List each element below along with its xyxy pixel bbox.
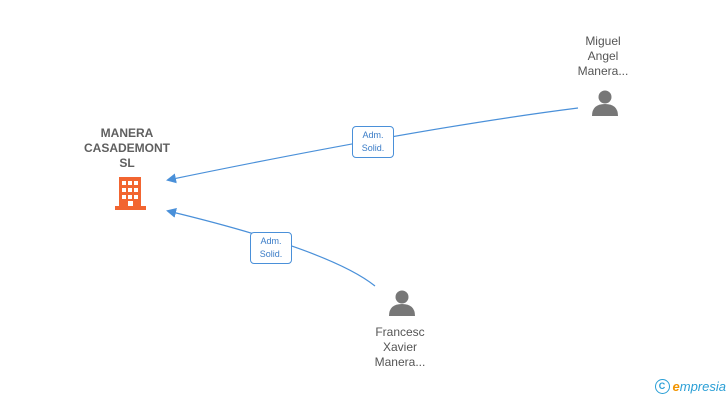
company-label-line: SL [119, 156, 135, 170]
edge-role-badge: Adm. Solid. [250, 232, 292, 264]
company-label-line: CASADEMONT [84, 141, 170, 155]
person-label-line: Angel [587, 49, 619, 63]
person-label-line: Miguel [585, 34, 621, 48]
building-icon[interactable] [115, 177, 146, 210]
company-label[interactable]: MANERA CASADEMONT SL [72, 126, 182, 171]
brand-logo: empresia [673, 379, 726, 394]
edge-role-line: Adm. [260, 236, 282, 246]
edge-role-line: Adm. [362, 130, 384, 140]
person-label-line: Francesc [375, 325, 425, 339]
person-label-line: Manera... [374, 355, 426, 369]
person-icon[interactable] [592, 90, 618, 117]
edge-role-line: Solid. [259, 249, 283, 259]
person-icon[interactable] [389, 290, 415, 317]
edge-miguel-to-company[interactable] [166, 107, 579, 184]
edge-role-badge: Adm. Solid. [352, 126, 394, 158]
person-label-francesc[interactable]: Francesc Xavier Manera... [345, 325, 455, 370]
edge-francesc-to-company[interactable] [166, 208, 376, 287]
footer-brand[interactable]: C empresia [654, 378, 726, 394]
person-label-miguel[interactable]: Miguel Angel Manera... [548, 34, 658, 79]
person-label-line: Manera... [577, 64, 629, 78]
edge-role-line: Solid. [361, 143, 385, 153]
brand-initial: e [672, 378, 680, 394]
brand-name: mpresia [679, 378, 726, 394]
company-label-line: MANERA [100, 126, 154, 140]
copyright-icon: C [654, 378, 670, 394]
person-label-line: Xavier [382, 340, 417, 354]
